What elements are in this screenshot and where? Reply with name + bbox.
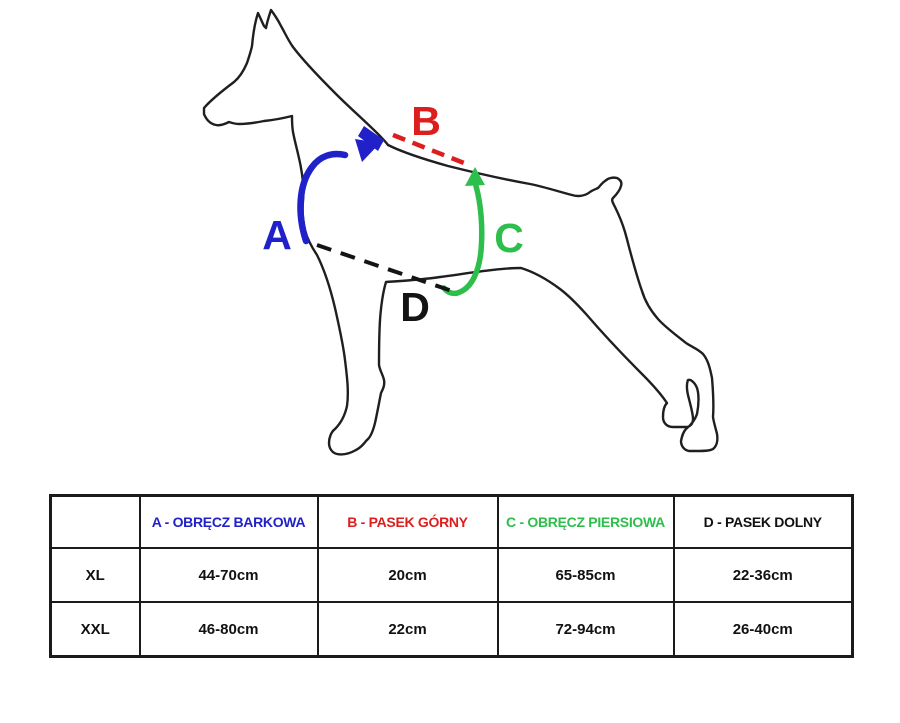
xl-d-value: 22-36cm: [672, 547, 854, 603]
measure-arc-c: [441, 183, 485, 297]
header-c-chest-girth: C - OBRĘCZ PIERSIOWA: [496, 494, 675, 549]
xxl-a-value: 46-80cm: [138, 601, 319, 658]
xxl-d-value: 26-40cm: [672, 601, 854, 658]
dog-measurement-illustration: A B C D: [202, 8, 719, 456]
header-a-shoulder-girth: A - OBRĘCZ BARKOWA: [138, 494, 319, 549]
size-xxl: XXL: [49, 601, 141, 658]
table-row-xxl: XXL 46-80cm 22cm 72-94cm 26-40cm: [49, 601, 854, 658]
measure-line-b: [392, 132, 470, 168]
header-b-top-strap: B - PASEK GÓRNY: [316, 494, 499, 549]
table-row-xl: XL 44-70cm 20cm 65-85cm 22-36cm: [49, 547, 854, 603]
size-table: A - OBRĘCZ BARKOWA B - PASEK GÓRNY C - O…: [49, 494, 854, 658]
label-b: B: [411, 98, 441, 144]
dog-silhouette: [202, 8, 719, 456]
xl-b-value: 20cm: [316, 547, 499, 603]
withers-flag-marker: [358, 126, 384, 151]
header-d-bottom-strap: D - PASEK DOLNY: [672, 494, 854, 549]
label-a: A: [262, 212, 292, 258]
label-d: D: [400, 284, 430, 330]
table-header-row: A - OBRĘCZ BARKOWA B - PASEK GÓRNY C - O…: [49, 494, 854, 549]
xxl-c-value: 72-94cm: [496, 601, 675, 658]
size-xl: XL: [49, 547, 141, 603]
measure-arrowhead-c: [465, 167, 485, 186]
measure-arc-a: [297, 150, 349, 245]
xxl-b-value: 22cm: [316, 601, 499, 658]
xl-c-value: 65-85cm: [496, 547, 675, 603]
xl-a-value: 44-70cm: [138, 547, 319, 603]
label-c: C: [494, 215, 524, 261]
header-size: [49, 494, 141, 549]
